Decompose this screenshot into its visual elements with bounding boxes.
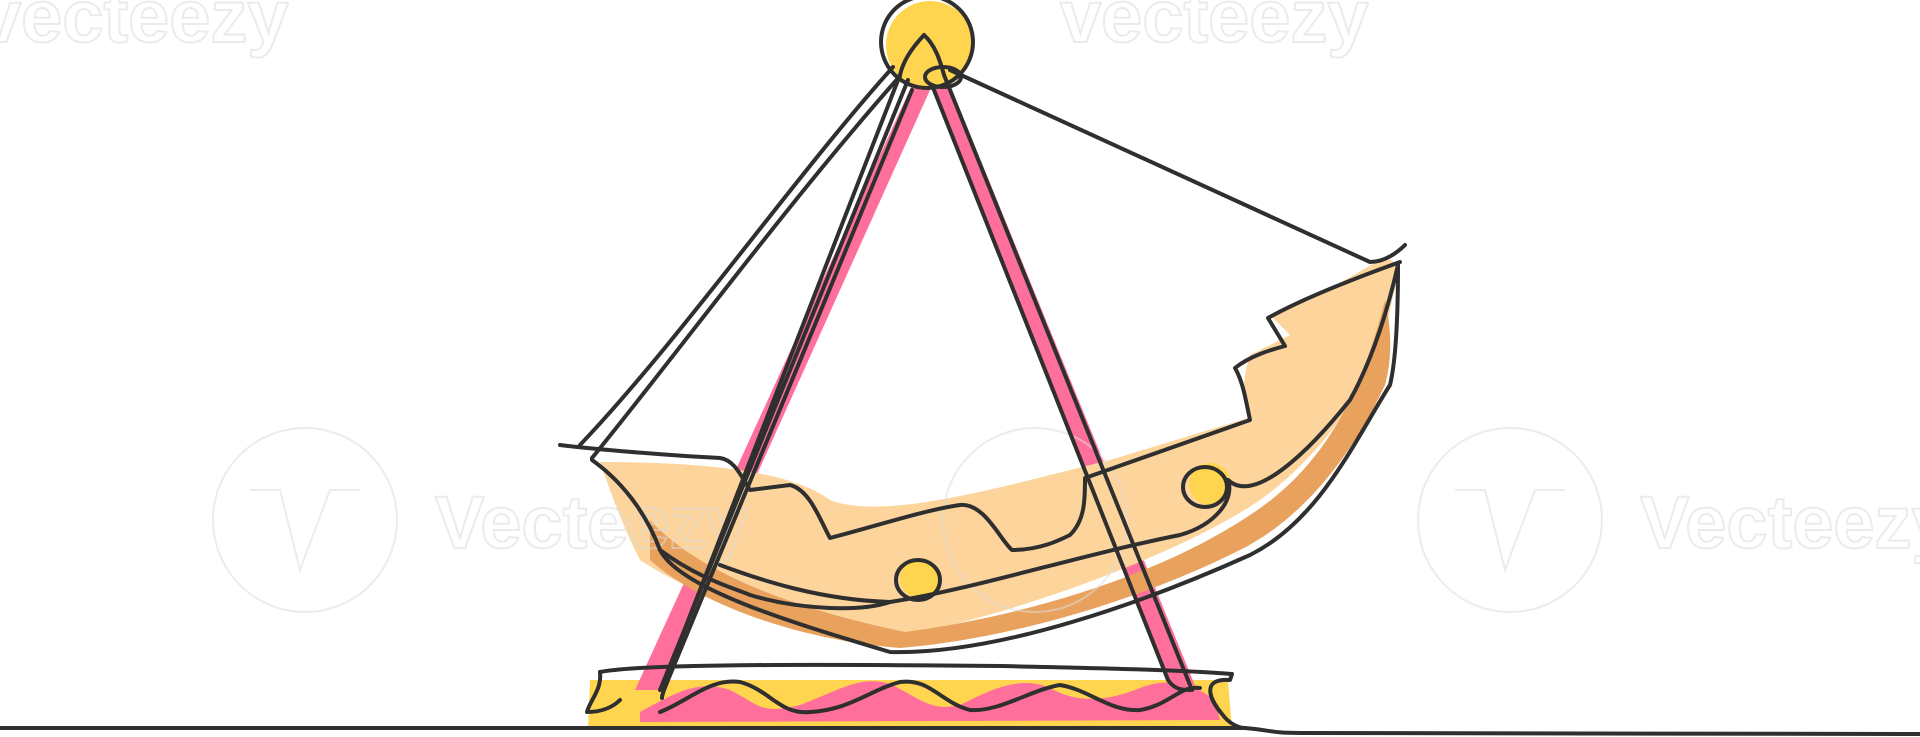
watermark-top-left: vecteezy [0, 0, 289, 58]
watermark-badge-center [942, 427, 1128, 613]
base-pink-waves [640, 681, 1220, 722]
boat-stern-outline [558, 260, 1402, 552]
watermark-layer: Vecteezy Vecteezy vecteezy vecteezy [0, 0, 1920, 613]
left-cable-inner [590, 74, 902, 460]
bow-curl [1226, 263, 1400, 489]
color-fills [588, 1, 1397, 730]
porthole-left-fill [900, 558, 940, 598]
boat-dark-fill [650, 300, 1391, 648]
porthole-right [1181, 465, 1229, 509]
left-cable-outer [578, 65, 895, 447]
boat-light-fill [600, 259, 1397, 635]
base-platform-outline [598, 662, 1247, 730]
watermark-text-left: Vecteezy [435, 481, 748, 564]
hub-outline [879, 0, 975, 90]
hull-keel [718, 563, 892, 604]
watermark-badge-right [1417, 427, 1603, 613]
right-cable [948, 68, 1407, 264]
base-left-edge [585, 670, 622, 714]
watermark-badge-left [212, 427, 398, 613]
ground-line [0, 726, 1920, 736]
watermark-top-center: vecteezy [1060, 0, 1369, 58]
porthole-left [894, 558, 942, 602]
left-leg-inner-outline [660, 88, 914, 700]
watermark-text-right: Vecteezy [1640, 481, 1920, 564]
base-wave-outline [658, 679, 1202, 715]
